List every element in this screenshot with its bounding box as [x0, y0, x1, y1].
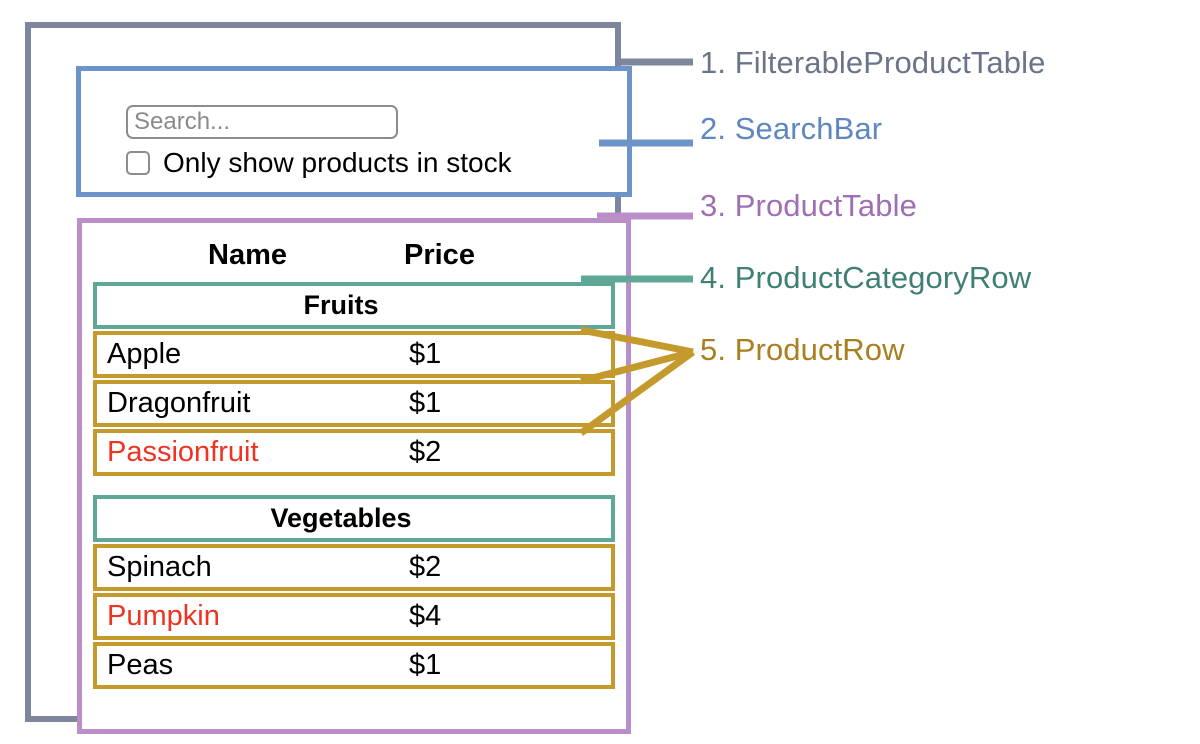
product-name: Peas: [107, 649, 174, 681]
product-row: Peas $1: [93, 642, 615, 689]
group-spacer: [93, 478, 615, 495]
in-stock-checkbox-label: Only show products in stock: [163, 147, 512, 178]
product-category-row: Vegetables: [93, 495, 615, 542]
product-row: Apple $1: [93, 331, 615, 378]
product-price: $1: [409, 387, 442, 419]
product-row: Pumpkin $4: [93, 593, 615, 640]
product-name: Spinach: [107, 551, 212, 583]
product-price: $2: [409, 436, 442, 468]
product-name: Pumpkin: [107, 600, 220, 632]
product-name: Dragonfruit: [107, 387, 251, 419]
product-price: $4: [409, 600, 442, 632]
column-header-price: Price: [404, 238, 475, 271]
product-category-row: Fruits: [93, 282, 615, 329]
callout-label-filterable-product-table: 1. FilterableProductTable: [700, 45, 1046, 80]
product-row: Dragonfruit $1: [93, 380, 615, 427]
product-name: Apple: [107, 338, 182, 370]
checkbox-icon[interactable]: [126, 151, 150, 175]
product-row: Passionfruit $2: [93, 429, 615, 476]
product-name: Passionfruit: [107, 436, 259, 468]
product-price: $1: [409, 649, 442, 681]
callout-label-product-category-row: 4. ProductCategoryRow: [700, 260, 1032, 295]
product-table-body: Fruits Apple $1 Dragonfruit $1 Passionfr…: [93, 282, 615, 691]
search-bar-box: Search... Only show products in stock: [76, 66, 632, 197]
product-price: $2: [409, 551, 442, 583]
search-input[interactable]: Search...: [126, 105, 398, 139]
filterable-product-table-box: Search... Only show products in stock Na…: [25, 22, 632, 734]
category-label: Vegetables: [270, 503, 412, 533]
product-price: $1: [409, 338, 442, 370]
category-label: Fruits: [303, 290, 379, 320]
product-table-box: Name Price Fruits Apple $1 Dragonfruit $…: [77, 218, 631, 734]
in-stock-filter-row[interactable]: Only show products in stock: [126, 149, 512, 177]
product-row: Spinach $2: [93, 544, 615, 591]
callout-label-search-bar: 2. SearchBar: [700, 111, 883, 146]
callout-label-product-row: 5. ProductRow: [700, 332, 905, 367]
callout-label-product-table: 3. ProductTable: [700, 188, 917, 223]
column-header-name: Name: [208, 238, 287, 271]
product-table-header: Name Price: [82, 229, 626, 281]
